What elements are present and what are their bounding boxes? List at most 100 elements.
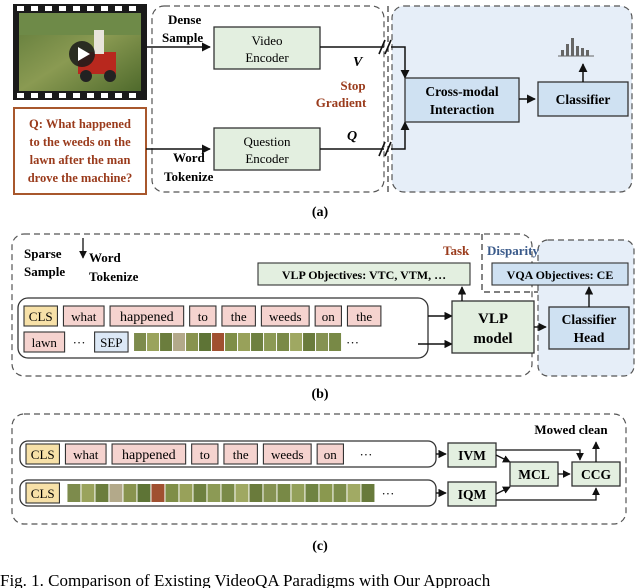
cross-modal-box — [404, 77, 520, 123]
video-frame — [251, 333, 264, 351]
video-frame — [291, 484, 305, 502]
film-hole — [59, 93, 66, 98]
histogram-icon — [558, 38, 594, 57]
video-frame — [160, 333, 173, 351]
token-box — [62, 305, 105, 327]
video-frame — [95, 484, 109, 502]
question-encoder-label-1: Question — [244, 134, 291, 149]
ellipsis: ··· — [359, 447, 372, 462]
token-label: on — [324, 447, 338, 462]
token-sequence-box — [17, 297, 429, 359]
v-to-interaction-arrow — [391, 46, 410, 79]
question-box — [13, 107, 147, 195]
token-label: CLS — [31, 447, 55, 462]
token-label: the — [356, 309, 372, 324]
token-box — [25, 482, 61, 504]
token-label: weeds — [269, 309, 302, 324]
token-box — [94, 331, 129, 353]
film-hole — [31, 93, 38, 98]
word-tokenize-b-label-2: Tokenize — [89, 269, 139, 284]
video-frame — [123, 484, 137, 502]
panel-c-label: (c) — [312, 539, 328, 554]
classifier-label: Classifier — [556, 92, 611, 107]
video-frame — [264, 333, 277, 351]
video-encoder-label-1: Video — [252, 33, 283, 48]
ivm-box — [447, 442, 497, 468]
video-encoder-box — [213, 26, 321, 70]
token-label: what — [71, 309, 97, 324]
panel-b: Sparse Sample Word Tokenize Task Dispari… — [11, 233, 635, 402]
disparity-label: Disparity — [487, 243, 540, 258]
film-hole — [101, 93, 108, 98]
token-box — [23, 305, 59, 327]
film-hole — [45, 6, 52, 11]
video-frame — [186, 333, 199, 351]
token-label: lawn — [32, 335, 58, 350]
token-label: SEP — [100, 335, 122, 350]
film-hole — [17, 6, 24, 11]
film-hole — [115, 93, 122, 98]
stop-gradient-marker-v — [378, 39, 392, 55]
stop-gradient-label-2: Gradient — [316, 95, 367, 110]
classifier-head-label-2: Head — [574, 330, 605, 345]
cross-modal-label-1: Cross-modal — [425, 84, 499, 99]
video-frame — [179, 484, 193, 502]
video-frame — [151, 484, 165, 502]
panel-a: Q: What happened to the weeds on the law… — [13, 4, 633, 220]
token-box — [314, 305, 342, 327]
mowed-clean-label: Mowed clean — [534, 422, 608, 437]
film-hole — [59, 6, 66, 11]
video-frame — [277, 484, 291, 502]
iqm-to-ccg-line — [496, 487, 600, 501]
mcl-label: MCL — [518, 467, 550, 482]
token-box — [191, 443, 219, 465]
video-frame — [235, 484, 249, 502]
video-frame — [333, 484, 347, 502]
token-label: the — [233, 447, 249, 462]
film-holes — [17, 6, 136, 98]
video-frame — [67, 484, 81, 502]
ivm-label: IVM — [458, 448, 486, 463]
video-frame — [207, 484, 221, 502]
vqa-objectives-box — [491, 262, 629, 286]
question-line-3: lawn after the man — [30, 153, 131, 167]
video-encoder-label-2: Encoder — [245, 50, 289, 65]
video-frames-strip: ··· — [134, 333, 359, 351]
ivm-to-mcl-arrow — [495, 454, 511, 463]
token-label: happened — [120, 310, 174, 325]
vlp-model-label-2: model — [473, 331, 512, 347]
figure-caption: Fig. 1. Comparison of Existing VideoQA P… — [0, 571, 491, 588]
ccg-label: CCG — [581, 467, 611, 482]
question-line-1: Q: What happened — [29, 117, 131, 131]
video-frame — [238, 333, 251, 351]
token-box — [109, 305, 185, 327]
token-label: to — [200, 447, 210, 462]
film-hole — [17, 93, 24, 98]
video-frame — [319, 484, 333, 502]
stop-gradient-marker-q — [378, 141, 392, 157]
dense-sample-label-1: Dense — [168, 12, 201, 27]
video-frame — [290, 333, 303, 351]
token-box — [23, 331, 66, 353]
ivm-to-ccg-line — [496, 449, 584, 461]
dense-sample-label-2: Sample — [162, 30, 203, 45]
video-thumbnail — [13, 4, 147, 100]
video-frame — [134, 333, 147, 351]
task-separator-line — [481, 234, 538, 293]
token-box — [221, 305, 256, 327]
word-tokenize-b-label-1: Word — [89, 250, 122, 265]
panel-a-label: (a) — [312, 205, 329, 220]
token-box — [189, 305, 217, 327]
iqm-to-mcl-arrow — [495, 486, 511, 495]
task-label: Task — [443, 243, 470, 258]
token-box — [316, 443, 344, 465]
token-box — [346, 305, 382, 327]
token-label: to — [198, 309, 208, 324]
video-frame — [221, 484, 235, 502]
token-label: weeds — [271, 447, 304, 462]
film-hole — [129, 6, 136, 11]
token-label: on — [322, 309, 336, 324]
